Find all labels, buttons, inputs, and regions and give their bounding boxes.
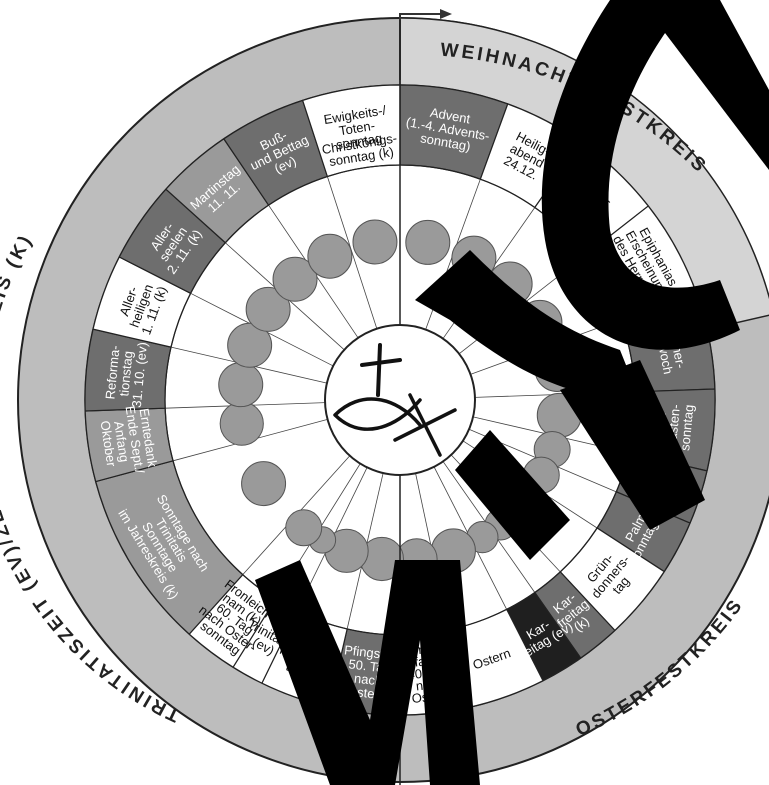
spoke-ewigkeit [327,176,378,329]
label-pfingsten-line: nach [353,671,383,689]
start-arrow-head [440,9,452,19]
label-reformationstag-line: 31. 10. (ev) [129,341,150,408]
picture-allerseelen [245,286,291,332]
chi-rho-symbol [393,393,457,457]
label-erntedank-line: Oktober [97,420,119,469]
picture-reformationstag [218,362,264,408]
label-erntedank-line: Anfang [111,420,132,463]
label-fronleichnam: Fronleich-nam (k)60. Tagnach Oster-sonnt… [189,573,281,664]
picture-erntedank [219,401,264,446]
label-christkoenig: Christkönigs-sonntag (k) [321,130,400,170]
picture-allerheiligen [227,322,273,368]
picture-ewigkeit [352,219,398,265]
label-reformationstag: Reforma-tionstag31. 10. (ev) [102,339,150,408]
label-reformationstag-line: tionstag [116,350,135,397]
cross-symbol [360,343,402,397]
label-reformationstag-line: Reforma- [102,345,122,400]
label-advent-line: Advent [429,105,472,127]
label-ewigkeit-line: sonntag [335,130,383,152]
picture-sonntage [241,461,287,507]
picture-busstag [307,233,353,279]
picture-martinstag [272,256,318,302]
picture-advent [405,219,451,265]
fish-symbol [333,397,422,431]
label-karfreitag_k-line: (k) [571,613,592,634]
watermark-strokes [255,0,769,785]
label-ewigkeit-line: Toten- [338,118,376,138]
center-circle [324,324,476,476]
picture-fronleichnam [285,509,323,547]
label-fastensonntag-line: sonntag [677,404,696,451]
